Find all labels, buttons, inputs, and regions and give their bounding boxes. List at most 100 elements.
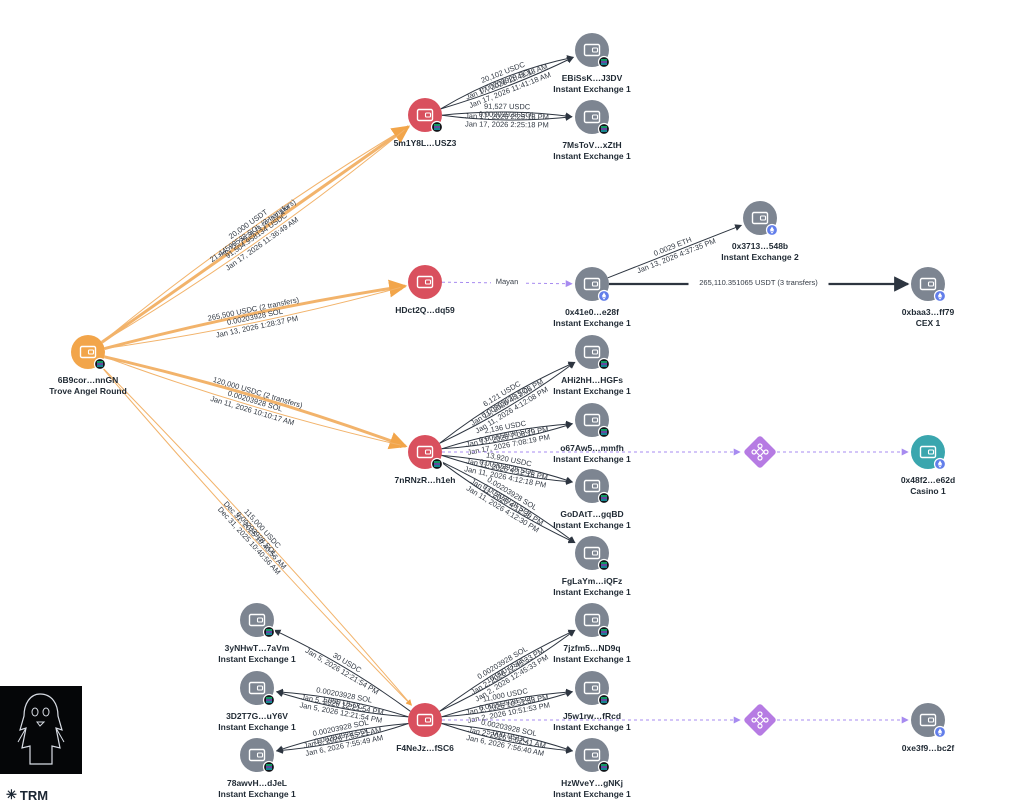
node-address: 3yNHwT…7aVm xyxy=(225,643,290,653)
edge-hdc-0x41[interactable]: Mayan xyxy=(441,275,573,288)
wallet-icon xyxy=(919,277,937,291)
edge-line[interactable] xyxy=(441,422,574,450)
edge-line[interactable] xyxy=(439,629,576,712)
edge-line[interactable] xyxy=(441,454,574,485)
node-5m1[interactable]: 5m1Y8L…USZ3 xyxy=(394,98,457,148)
bridge-node-shape[interactable] xyxy=(743,703,777,737)
wallet-icon xyxy=(248,613,266,627)
edge-line[interactable] xyxy=(275,722,409,754)
edge-line[interactable] xyxy=(441,688,574,718)
wallet-icon xyxy=(751,211,769,225)
wallet-icon xyxy=(416,108,434,122)
wallet-icon xyxy=(583,43,601,57)
edge-line[interactable] xyxy=(99,364,412,706)
edge-line[interactable] xyxy=(273,629,411,712)
edge-line[interactable] xyxy=(441,454,574,484)
node-address: AHi2hH…HGFs xyxy=(561,375,623,385)
edge-line[interactable] xyxy=(275,690,409,718)
solana-badge-icon xyxy=(597,760,611,774)
wallet-icon xyxy=(583,345,601,359)
wallet-icon xyxy=(583,748,601,762)
ethereum-badge-icon xyxy=(933,725,947,739)
bridge-node-shape[interactable] xyxy=(743,435,777,469)
edge-line[interactable] xyxy=(439,361,576,444)
edge-line[interactable] xyxy=(103,355,408,450)
edge-line[interactable] xyxy=(439,460,576,544)
wallet-icon xyxy=(583,613,601,627)
edge-line[interactable] xyxy=(101,126,410,343)
solana-badge-icon xyxy=(262,760,276,774)
ethereum-badge-icon xyxy=(933,289,947,303)
edge-line[interactable] xyxy=(101,126,410,343)
node-bridge2[interactable] xyxy=(743,703,777,737)
node-address: 7jzfm5…ND9q xyxy=(563,643,620,653)
wallet-icon xyxy=(248,681,266,695)
edge-line[interactable] xyxy=(607,224,743,279)
edge-line[interactable] xyxy=(275,722,409,753)
edge-line[interactable] xyxy=(104,284,406,350)
node-address: EBiSsK…J3DV xyxy=(562,73,623,83)
edge-label: Mayan xyxy=(496,277,519,286)
edge-line[interactable] xyxy=(101,125,411,344)
solana-badge-icon xyxy=(262,693,276,707)
edge-0x41-0xba[interactable]: 265,110.351065 USDT (3 transfers) xyxy=(609,276,910,292)
edge-label: Jan 17, 2026 2:25:18 PM xyxy=(465,119,549,129)
solana-badge-icon xyxy=(430,120,444,134)
edge-line[interactable] xyxy=(441,113,573,121)
edge-line[interactable] xyxy=(441,690,574,718)
wallet-icon xyxy=(919,713,937,727)
node-f4n[interactable]: F4NeJz…fSC6 xyxy=(396,703,454,753)
node-bridge1[interactable] xyxy=(743,435,777,469)
wallet-icon xyxy=(79,345,97,359)
edge-line[interactable] xyxy=(439,361,576,444)
solana-badge-icon xyxy=(93,357,107,371)
edge-line[interactable] xyxy=(440,56,574,110)
edge-line[interactable] xyxy=(104,356,407,449)
solana-badge-icon xyxy=(430,457,444,471)
node-hdc[interactable]: HDct2Q…dq59 xyxy=(395,265,455,315)
edge-label: 0.00203928 SOL xyxy=(479,110,536,120)
node-0xe3[interactable]: 0xe3f9…bc2f xyxy=(902,703,955,753)
edge-line[interactable] xyxy=(441,111,573,120)
edge-line[interactable] xyxy=(441,722,574,753)
edge-line[interactable] xyxy=(99,364,412,706)
edge-line[interactable] xyxy=(440,55,575,110)
edge-line[interactable] xyxy=(441,280,573,288)
edge-line[interactable] xyxy=(439,629,576,712)
wallet-icon xyxy=(583,413,601,427)
ethereum-badge-icon xyxy=(933,457,947,471)
edge-label: Jan 17, 2026 2:25:18 PM xyxy=(465,111,549,121)
edge-line[interactable] xyxy=(275,688,409,718)
edge-line[interactable] xyxy=(439,460,576,544)
solana-badge-icon xyxy=(597,357,611,371)
edge-line[interactable] xyxy=(441,723,574,754)
node-7nr[interactable]: 7nRNzR…h1eh xyxy=(395,435,456,485)
edge-line[interactable] xyxy=(441,420,574,450)
node-address: 78awvH…dJeL xyxy=(227,778,287,788)
edge-line[interactable] xyxy=(104,279,408,350)
node-category: Instant Exchange 1 xyxy=(218,789,296,799)
node-address: GoDAtT…gqBD xyxy=(560,509,623,519)
